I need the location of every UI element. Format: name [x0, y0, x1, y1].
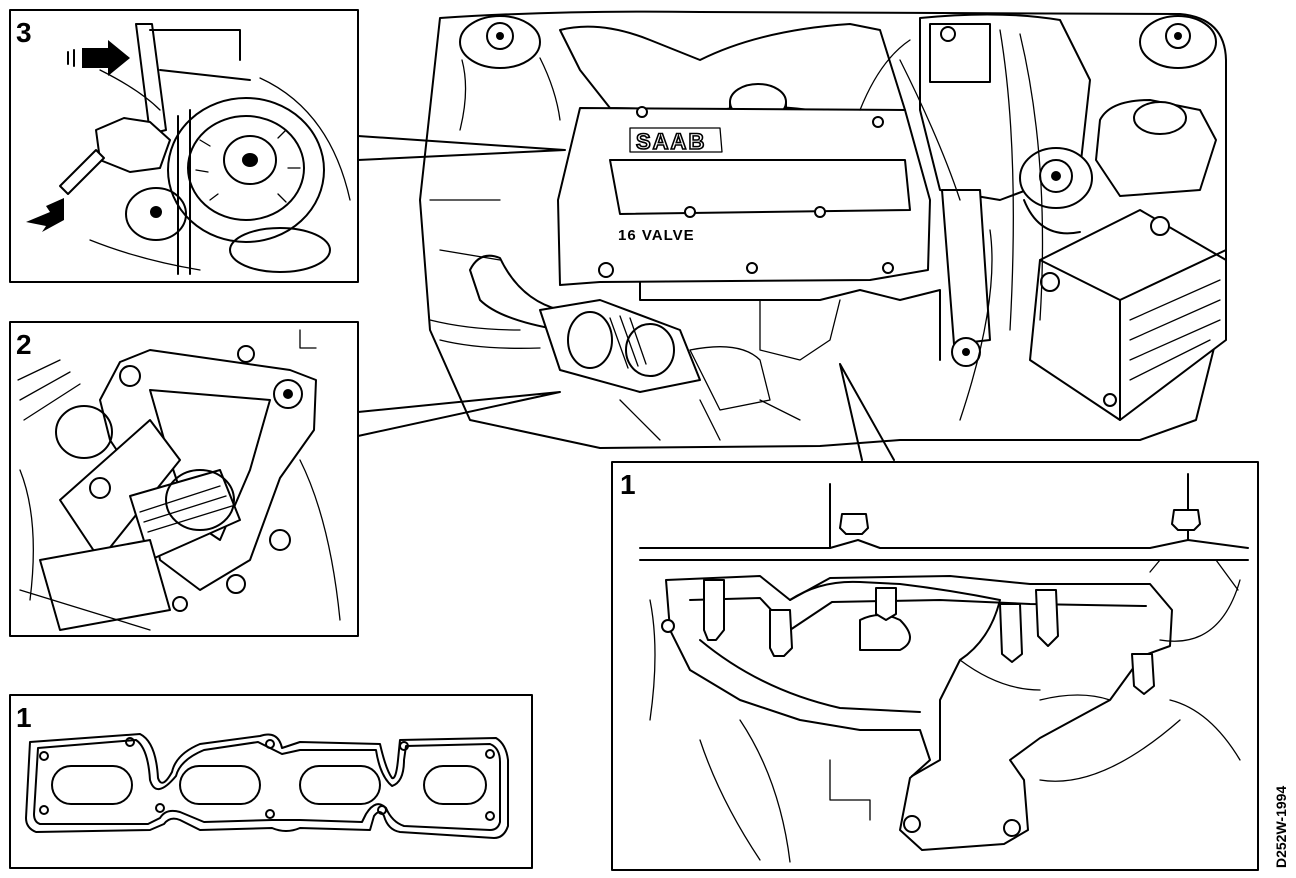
inset-1-manifold-panel: 1: [611, 461, 1259, 871]
engine-bay-outline: [419, 10, 1227, 449]
heat-shield-window: [859, 614, 911, 651]
coolant-hose-clamp: [55, 405, 241, 561]
locking-pin: [59, 149, 105, 195]
callout-pointers: [357, 135, 895, 461]
pull-direction-arrow: [26, 198, 64, 232]
engine-marking-text: 16 VALVE: [618, 227, 695, 244]
power-steering-reservoir: [1019, 147, 1093, 235]
inset-1-gasket-label: 1: [16, 702, 32, 733]
inset-1-gasket-panel: 1: [9, 694, 533, 869]
exhaust-manifold-gasket: [25, 733, 509, 839]
engine-bay-illustration: SAAB 16 VALVE: [419, 10, 1227, 449]
drawing-code: D252W-1994: [1273, 786, 1289, 868]
pointer-inset-2: [357, 391, 561, 437]
battery: [1029, 209, 1227, 421]
cam-cover-ridge: [609, 159, 911, 215]
manifold-studs: [661, 579, 1155, 837]
strut-brace: [941, 189, 991, 367]
inset-3-panel: 3: [9, 9, 359, 283]
head-studs-top: [839, 509, 1201, 535]
inset-2-label: 2: [16, 329, 32, 360]
inset-1-manifold-label: 1: [620, 469, 636, 500]
inset-2-panel: 2: [9, 321, 359, 637]
thermostat-housing: [539, 299, 701, 393]
pointer-inset-3: [357, 135, 566, 161]
cam-cover: [557, 107, 931, 286]
inset-3-label: 3: [16, 17, 32, 48]
breather-hose: [469, 254, 561, 331]
coolant-reservoir: [1095, 99, 1217, 197]
pulley: [167, 97, 325, 243]
thermostat-body: [39, 539, 171, 631]
tensioner-bracket: [95, 117, 171, 173]
push-direction-arrow: [67, 40, 130, 76]
cam-cover-bolts: [598, 106, 894, 278]
left-strut-tower: [459, 15, 561, 131]
brake-master-cylinder: [929, 23, 991, 83]
cylinder-head-lower-edge: [639, 281, 941, 361]
pointer-inset-1-manifold: [839, 363, 895, 461]
drive-belt: [177, 109, 191, 275]
engine-brand-logo: SAAB: [636, 129, 706, 154]
right-strut-tower: [1139, 15, 1217, 69]
